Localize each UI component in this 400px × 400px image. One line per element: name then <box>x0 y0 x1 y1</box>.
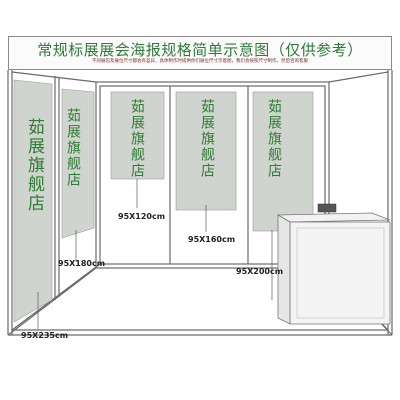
title-banner: 常规标展展会海报规格简单示意图（仅供参考） 不同展馆及展位尺寸都会有差异，具体制… <box>8 36 392 70</box>
banner-3 <box>110 91 165 208</box>
banner-2-size: 95X180cm <box>58 259 106 268</box>
banner-4 <box>175 91 237 232</box>
diagram-subtitle: 不同展馆及展位尺寸都会有差异，具体制作时提供你们展位尺寸示意图，我们会按照尺寸制… <box>92 59 308 64</box>
banner-3-text: 茹展旗舰店 <box>129 99 145 179</box>
banner-3-size: 95X120cm <box>118 212 166 221</box>
banner-5 <box>252 91 314 300</box>
banner-1-size: 95X235cm <box>21 331 69 340</box>
banner-1-text: 茹展旗舰店 <box>24 118 44 213</box>
reception-counter-icon <box>276 203 391 325</box>
banner-4-size: 95X160cm <box>188 235 236 244</box>
diagram-title: 常规标展展会海报规格简单示意图（仅供参考） <box>37 41 363 59</box>
banner-4-text: 茹展旗舰店 <box>199 99 215 179</box>
banner-2 <box>61 88 95 262</box>
banner-2-text: 茹展旗舰店 <box>65 108 81 188</box>
banner-1 <box>13 79 53 330</box>
banner-5-size: 95X200cm <box>236 267 284 276</box>
banner-5-text: 茹展旗舰店 <box>266 99 282 179</box>
